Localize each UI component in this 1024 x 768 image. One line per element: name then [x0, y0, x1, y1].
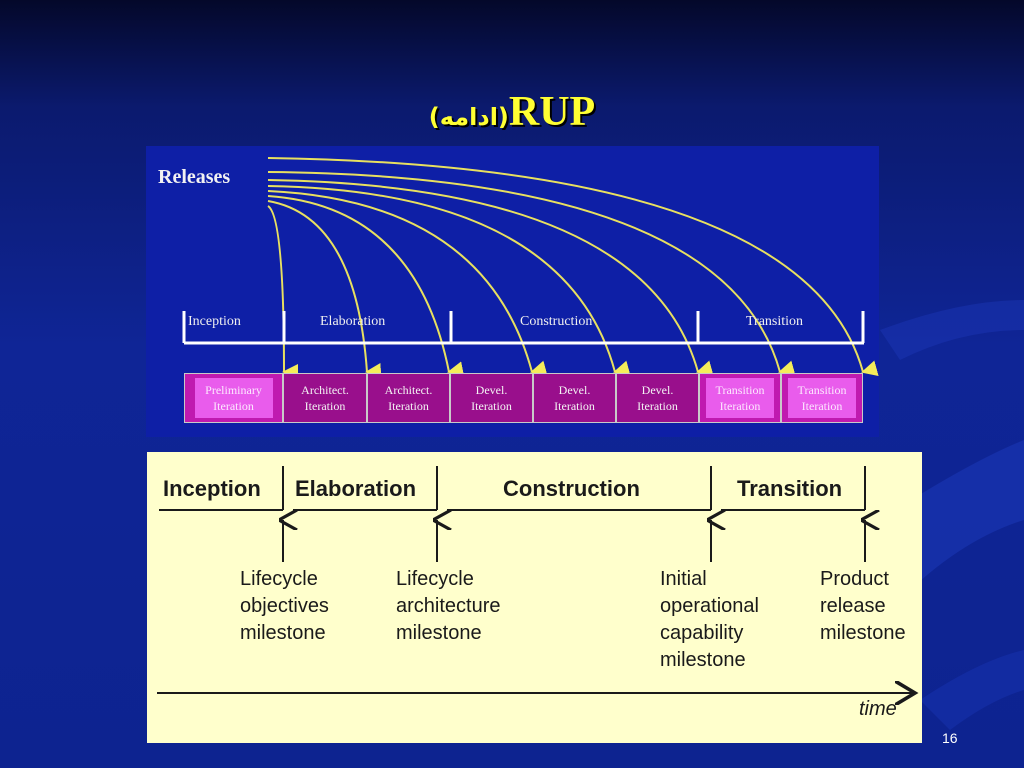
page-number: 16 — [942, 730, 958, 746]
milestones-diagram: Inception Elaboration Construction Trans… — [147, 452, 922, 743]
releases-label: Releases — [158, 166, 231, 188]
release-arc-7 — [267, 171, 796, 376]
phase-label-construction: Construction — [520, 314, 593, 329]
phase-bar — [182, 311, 865, 345]
release-arc-3 — [267, 195, 465, 378]
release-arc-6 — [267, 179, 714, 376]
phase-label-inception: Inception — [188, 314, 241, 329]
milestone-lifecycle-architecture: Lifecycle architecture milestone — [396, 568, 501, 644]
iteration-box-4: Devel.Iteration — [450, 373, 533, 423]
phase-label-transition: Transition — [746, 314, 804, 329]
milestone-lifecycle-objectives: Lifecycle objectives milestone — [240, 568, 329, 644]
slide-title-sub: (ادامه) — [428, 103, 509, 131]
milestone-initial-operational-capability: Initial operational capability milestone — [660, 568, 759, 671]
release-arc-5 — [267, 185, 631, 377]
slide-title-main: RUP — [508, 89, 596, 135]
releases-arcs — [182, 157, 879, 380]
phase-label-elaboration: Elaboration — [320, 314, 386, 329]
releases-diagram: Releases Inception Elaboration Construct… — [146, 146, 879, 437]
milestone-phase-transition: Transition — [737, 476, 843, 501]
milestone-phase-inception: Inception — [163, 476, 261, 501]
iteration-box-3: Architect.Iteration — [367, 373, 450, 423]
release-arc-1 — [267, 205, 299, 380]
milestones-lines — [157, 466, 922, 743]
iteration-box-5: Devel.Iteration — [533, 373, 616, 423]
iteration-box-2: Architect.Iteration — [283, 373, 367, 423]
release-arc-4 — [267, 190, 548, 377]
milestone-product-release: Product release milestone — [820, 568, 906, 644]
iteration-box-6: Devel.Iteration — [616, 373, 699, 423]
release-arc-8 — [267, 157, 879, 376]
slide-title: (ادامه)RUP — [0, 88, 1024, 136]
milestone-phase-construction: Construction — [503, 476, 640, 501]
time-axis-label: time — [859, 698, 897, 720]
milestone-phase-elaboration: Elaboration — [295, 476, 417, 501]
release-arc-2 — [267, 200, 382, 379]
